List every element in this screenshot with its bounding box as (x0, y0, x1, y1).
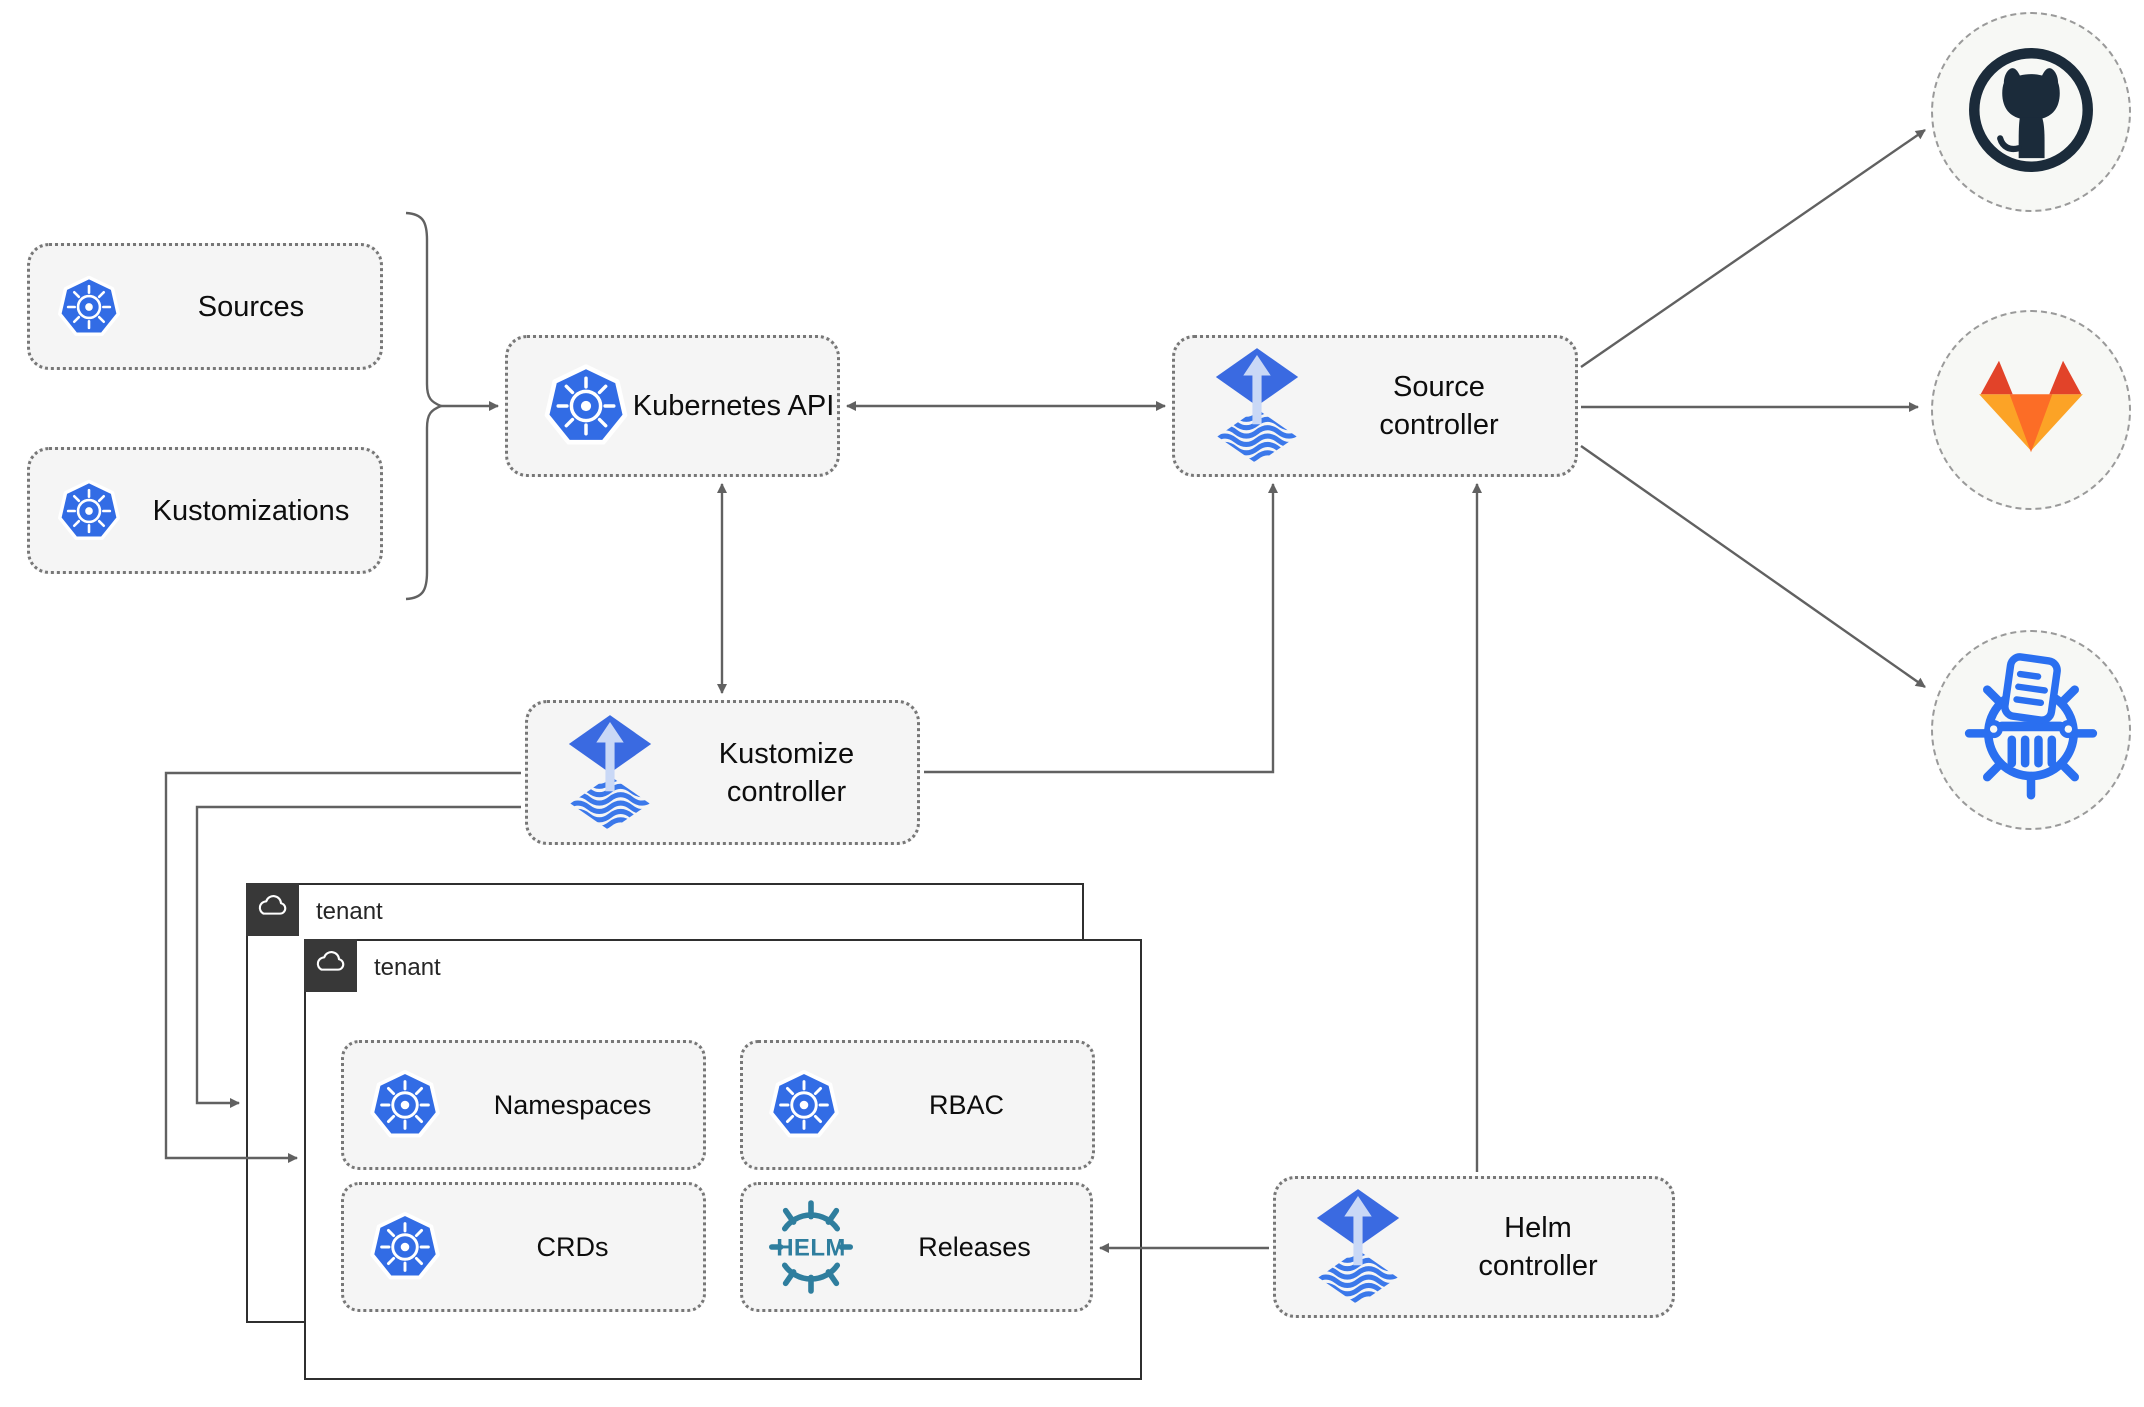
node-label: Kubernetes API (632, 390, 835, 422)
node-helm-controller[interactable]: Helm controller (1273, 1176, 1675, 1318)
gitlab-icon (1970, 356, 2092, 465)
node-kubernetes-api[interactable]: Kubernetes API (505, 335, 840, 477)
edge-kustomize-source (924, 483, 1278, 774)
node-label: Namespaces (493, 1090, 652, 1120)
node-label: CRDs (536, 1232, 609, 1262)
node-kustomizations[interactable]: Kustomizations (27, 447, 383, 574)
kubernetes-icon (542, 362, 630, 450)
node-label: Kustomizations (152, 494, 350, 527)
label-line2: controller (726, 775, 847, 808)
label-line2: controller (1478, 1250, 1598, 1282)
gitlab-node[interactable] (1931, 310, 2131, 510)
tenant-label: tenant (374, 953, 441, 981)
chartmuseum-node[interactable] (1931, 630, 2131, 830)
node-label: RBAC (928, 1090, 1004, 1120)
node-namespaces[interactable]: Namespaces (341, 1040, 706, 1170)
kubernetes-icon (56, 478, 122, 544)
kubernetes-icon (767, 1068, 841, 1142)
node-sources[interactable]: Sources (27, 243, 383, 370)
cloud-icon (311, 948, 349, 982)
tenant-badge (245, 882, 299, 936)
label-line1: Source (1393, 371, 1485, 403)
flux-icon (564, 709, 656, 837)
github-icon (1957, 36, 2105, 189)
helm-icon: HELM (763, 1199, 859, 1295)
label-line2: controller (1379, 409, 1499, 441)
node-source-controller[interactable]: Source controller (1172, 335, 1578, 477)
edge-brace (405, 211, 445, 601)
label-line1: Kustomize (718, 737, 855, 770)
kubernetes-icon (56, 274, 122, 340)
cloud-icon (253, 892, 291, 926)
node-releases[interactable]: HELM Releases (740, 1182, 1093, 1312)
flux-icon (1312, 1183, 1404, 1311)
tenant-badge (303, 938, 357, 992)
tenant-label: tenant (316, 897, 383, 925)
label-line1: Helm (1504, 1212, 1572, 1244)
github-node[interactable] (1931, 12, 2131, 212)
edge-source-chartmuseum (1580, 445, 1926, 688)
node-rbac[interactable]: RBAC (740, 1040, 1095, 1170)
node-crds[interactable]: CRDs (341, 1182, 706, 1312)
helm-logo-text: HELM (776, 1234, 846, 1261)
node-label: Source controller (1303, 368, 1575, 444)
chartmuseum-icon (1951, 648, 2111, 813)
node-label: Releases (918, 1232, 1031, 1262)
kubernetes-icon (368, 1210, 442, 1284)
kubernetes-icon (368, 1068, 442, 1142)
node-label: Sources (197, 290, 305, 323)
flux-icon (1211, 342, 1303, 470)
edge-source-github (1580, 129, 1926, 368)
node-label: Kustomize controller (656, 735, 917, 811)
node-kustomize-controller[interactable]: Kustomize controller (525, 700, 920, 845)
node-label: Helm controller (1404, 1209, 1672, 1285)
